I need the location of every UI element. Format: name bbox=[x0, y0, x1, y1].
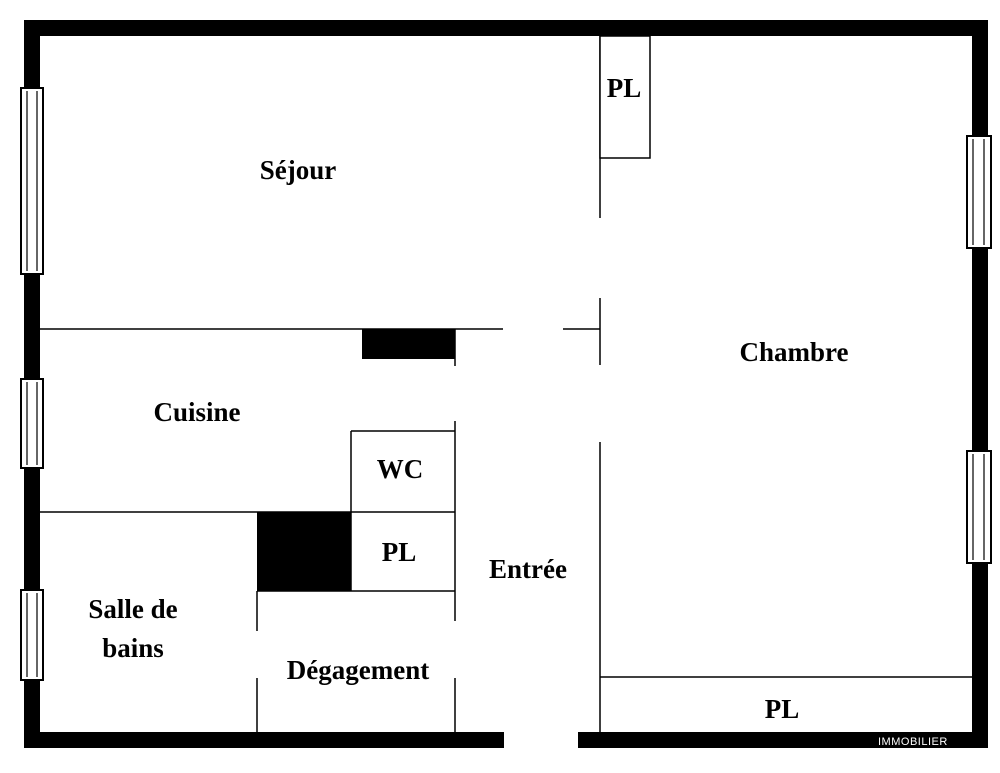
label-cuisine: Cuisine bbox=[153, 397, 240, 427]
duct-cuisine bbox=[362, 329, 455, 359]
label-pl-bottom: PL bbox=[765, 694, 800, 724]
watermark-text: IMMOBILIER bbox=[878, 736, 948, 748]
label-entree: Entrée bbox=[489, 554, 567, 584]
label-wc: WC bbox=[377, 454, 424, 484]
wall-bottom-left bbox=[24, 732, 504, 748]
wall-right bbox=[972, 20, 988, 748]
wall-bottom-right bbox=[578, 732, 988, 748]
window-salle-de-bains bbox=[20, 589, 44, 681]
windows bbox=[20, 87, 992, 681]
label-pl-wc: PL bbox=[382, 537, 417, 567]
duct-bains bbox=[257, 512, 351, 591]
label-sejour: Séjour bbox=[260, 155, 337, 185]
window-chambre-bottom bbox=[966, 450, 992, 564]
outer-walls bbox=[24, 20, 988, 748]
window-cuisine bbox=[20, 378, 44, 469]
label-salle-line2: bains bbox=[102, 633, 164, 663]
label-salle-line1: Salle de bbox=[88, 594, 177, 624]
label-pl-top: PL bbox=[607, 73, 642, 103]
wall-top bbox=[24, 20, 988, 36]
window-chambre-top bbox=[966, 135, 992, 249]
label-degagement: Dégagement bbox=[287, 655, 429, 685]
window-sejour bbox=[20, 87, 44, 275]
interior-walls bbox=[40, 35, 972, 732]
room-labels: Séjour Chambre Cuisine WC PL Entrée Sall… bbox=[88, 73, 848, 724]
label-chambre: Chambre bbox=[739, 337, 848, 367]
pl-top-cupboard bbox=[599, 35, 651, 159]
